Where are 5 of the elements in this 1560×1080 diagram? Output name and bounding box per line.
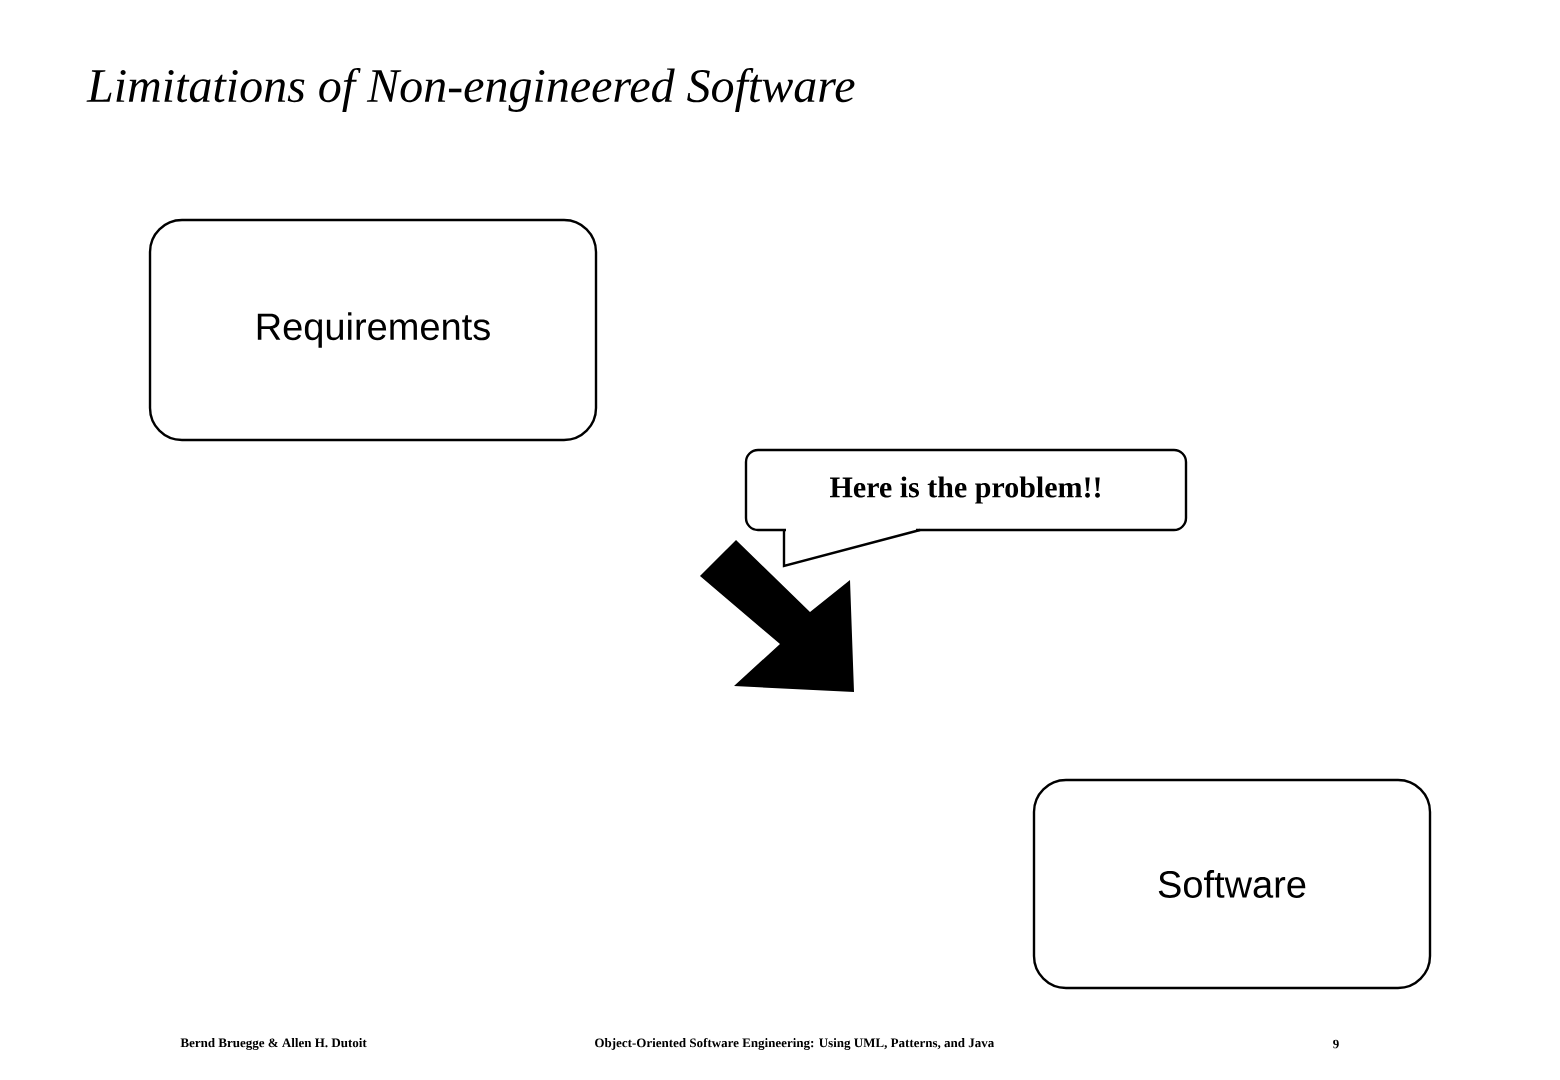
- slide-title: Limitations of Non-engineered Software: [86, 68, 855, 112]
- rounded-box: Software: [1032, 778, 1432, 990]
- block-arrow: [700, 540, 854, 692]
- rounded-box: Requirements: [148, 218, 598, 442]
- speech-bubble: Here is the problem!!: [744, 448, 1188, 568]
